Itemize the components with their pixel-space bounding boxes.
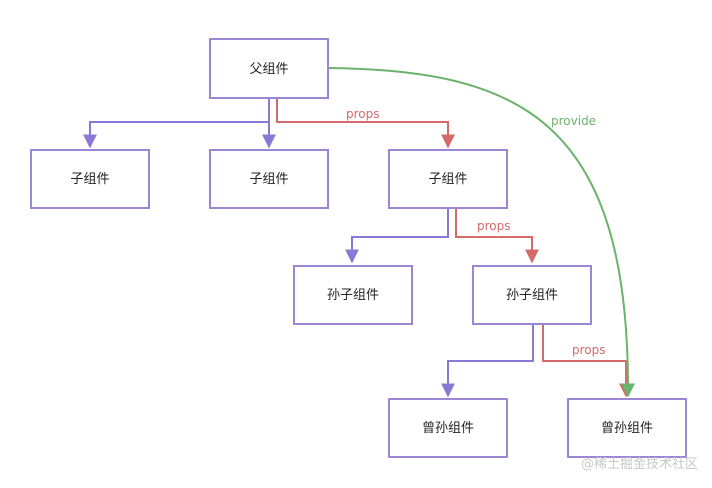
node-great-grandchild-1-label: 曾孙组件 xyxy=(422,421,474,436)
edge-parent-to-child-1 xyxy=(83,98,270,149)
edge-child-3-to-grandchild-2-props xyxy=(455,209,539,264)
node-parent-label: 父组件 xyxy=(249,62,288,77)
node-child-3-label: 子组件 xyxy=(428,172,467,187)
node-child-2: 子组件 xyxy=(209,149,329,209)
edge-parent-to-child-3-props xyxy=(276,98,455,149)
node-parent: 父组件 xyxy=(209,38,329,99)
edge-label-props-1: props xyxy=(346,107,380,121)
node-grandchild-1: 孙子组件 xyxy=(293,265,413,325)
node-grandchild-2-label: 孙子组件 xyxy=(506,288,558,303)
node-child-1-label: 子组件 xyxy=(70,172,109,187)
edge-child-3-to-grandchild-1 xyxy=(345,209,449,264)
node-grandchild-2: 孙子组件 xyxy=(472,265,592,325)
edge-label-props-2: props xyxy=(477,219,511,233)
node-great-grandchild-2: 曾孙组件 xyxy=(567,398,687,458)
node-great-grandchild-1: 曾孙组件 xyxy=(388,398,508,458)
edge-grandchild-2-to-great-grandchild-1 xyxy=(441,324,534,398)
node-grandchild-1-label: 孙子组件 xyxy=(327,288,379,303)
node-child-3: 子组件 xyxy=(388,149,508,209)
node-great-grandchild-2-label: 曾孙组件 xyxy=(601,421,653,436)
edge-parent-to-great-grandchild-2-provide xyxy=(327,67,636,398)
watermark: @稀土掘金技术社区 xyxy=(580,457,698,472)
edge-grandchild-2-to-great-grandchild-2-props xyxy=(542,324,633,398)
edge-label-props-3: props xyxy=(572,343,606,357)
node-child-2-label: 子组件 xyxy=(249,172,288,187)
node-child-1: 子组件 xyxy=(30,149,150,209)
edge-label-provide: provide xyxy=(551,114,596,128)
